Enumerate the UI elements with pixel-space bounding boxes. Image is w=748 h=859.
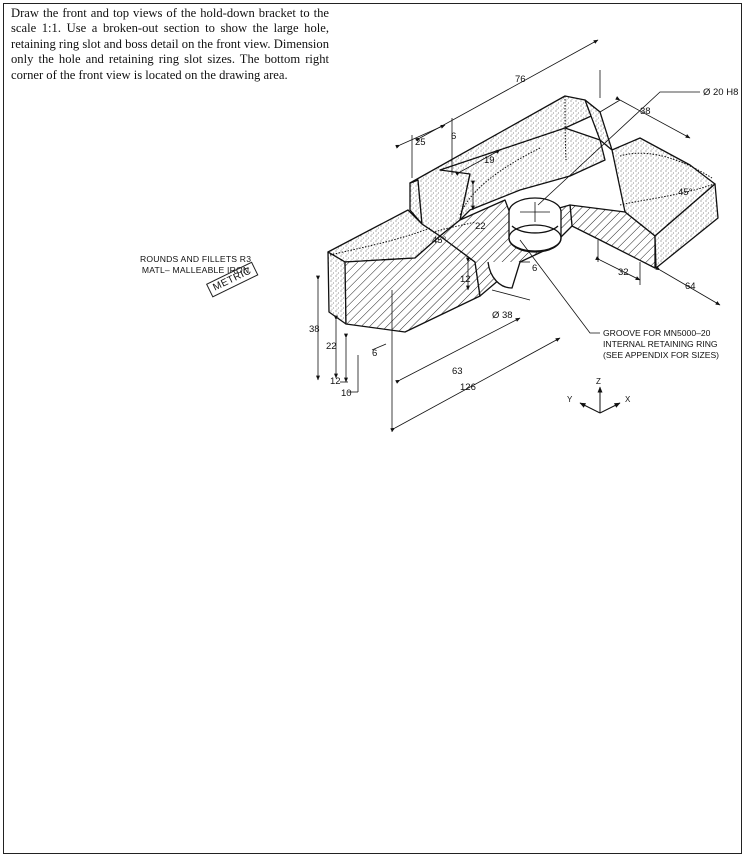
boss-bottom [487,261,521,289]
dim-boss-diameter: Ø 38 [492,310,513,321]
axis-x-label: X [625,395,631,404]
material-note: MATL– MALLEABLE IRON [141,265,250,275]
rounds-note: ROUNDS AND FILLETS R3 [140,254,252,264]
general-notes: ROUNDS AND FILLETS R3 MATL– MALLEABLE IR… [140,254,251,276]
dim-25: 25 [415,137,426,148]
instructions-text: Draw the front and top views of the hold… [11,6,329,82]
dim-63: 63 [452,366,463,377]
dim-10: 10 [341,388,352,399]
dim-hole-diameter: Ø 20 H8 [703,87,738,98]
dim-12-left: 12 [330,376,341,387]
dim-6-bottom: 6 [372,348,377,359]
dimension-lines [316,39,721,432]
dim-6-top: 6 [451,131,456,142]
dim-38-left: 38 [309,324,320,335]
center-lines [520,202,550,222]
left-pad-front [327,251,347,325]
axis-y-label: Y [567,395,573,404]
groove-callout-line2: INTERNAL RETAINING RING [603,339,718,349]
right-end-face [654,183,719,269]
dim-19: 19 [484,155,495,166]
dim-12-mid: 12 [460,274,471,285]
bracket-body [327,95,719,333]
dim-32: 32 [618,267,629,278]
drawing-sheet-border [3,3,742,854]
dim-64: 64 [685,281,696,292]
axis-z-label: Z [596,377,601,386]
dim-6-mid: 6 [532,263,537,274]
dim-angle-left: 45° [432,235,447,246]
dim-22-left: 22 [326,341,337,352]
groove-callout-line1: GROOVE FOR MN5000–20 [603,328,711,338]
dim-angle-right: 45° [678,187,693,198]
dim-76: 76 [515,74,526,85]
fillet-marks [329,95,715,256]
dim-126: 126 [460,382,476,393]
axis-triad [579,386,621,414]
dim-38-top: 38 [640,106,651,117]
dim-22-mid: 22 [475,221,486,232]
groove-callout-line3: (SEE APPENDIX FOR SIZES) [603,350,719,360]
